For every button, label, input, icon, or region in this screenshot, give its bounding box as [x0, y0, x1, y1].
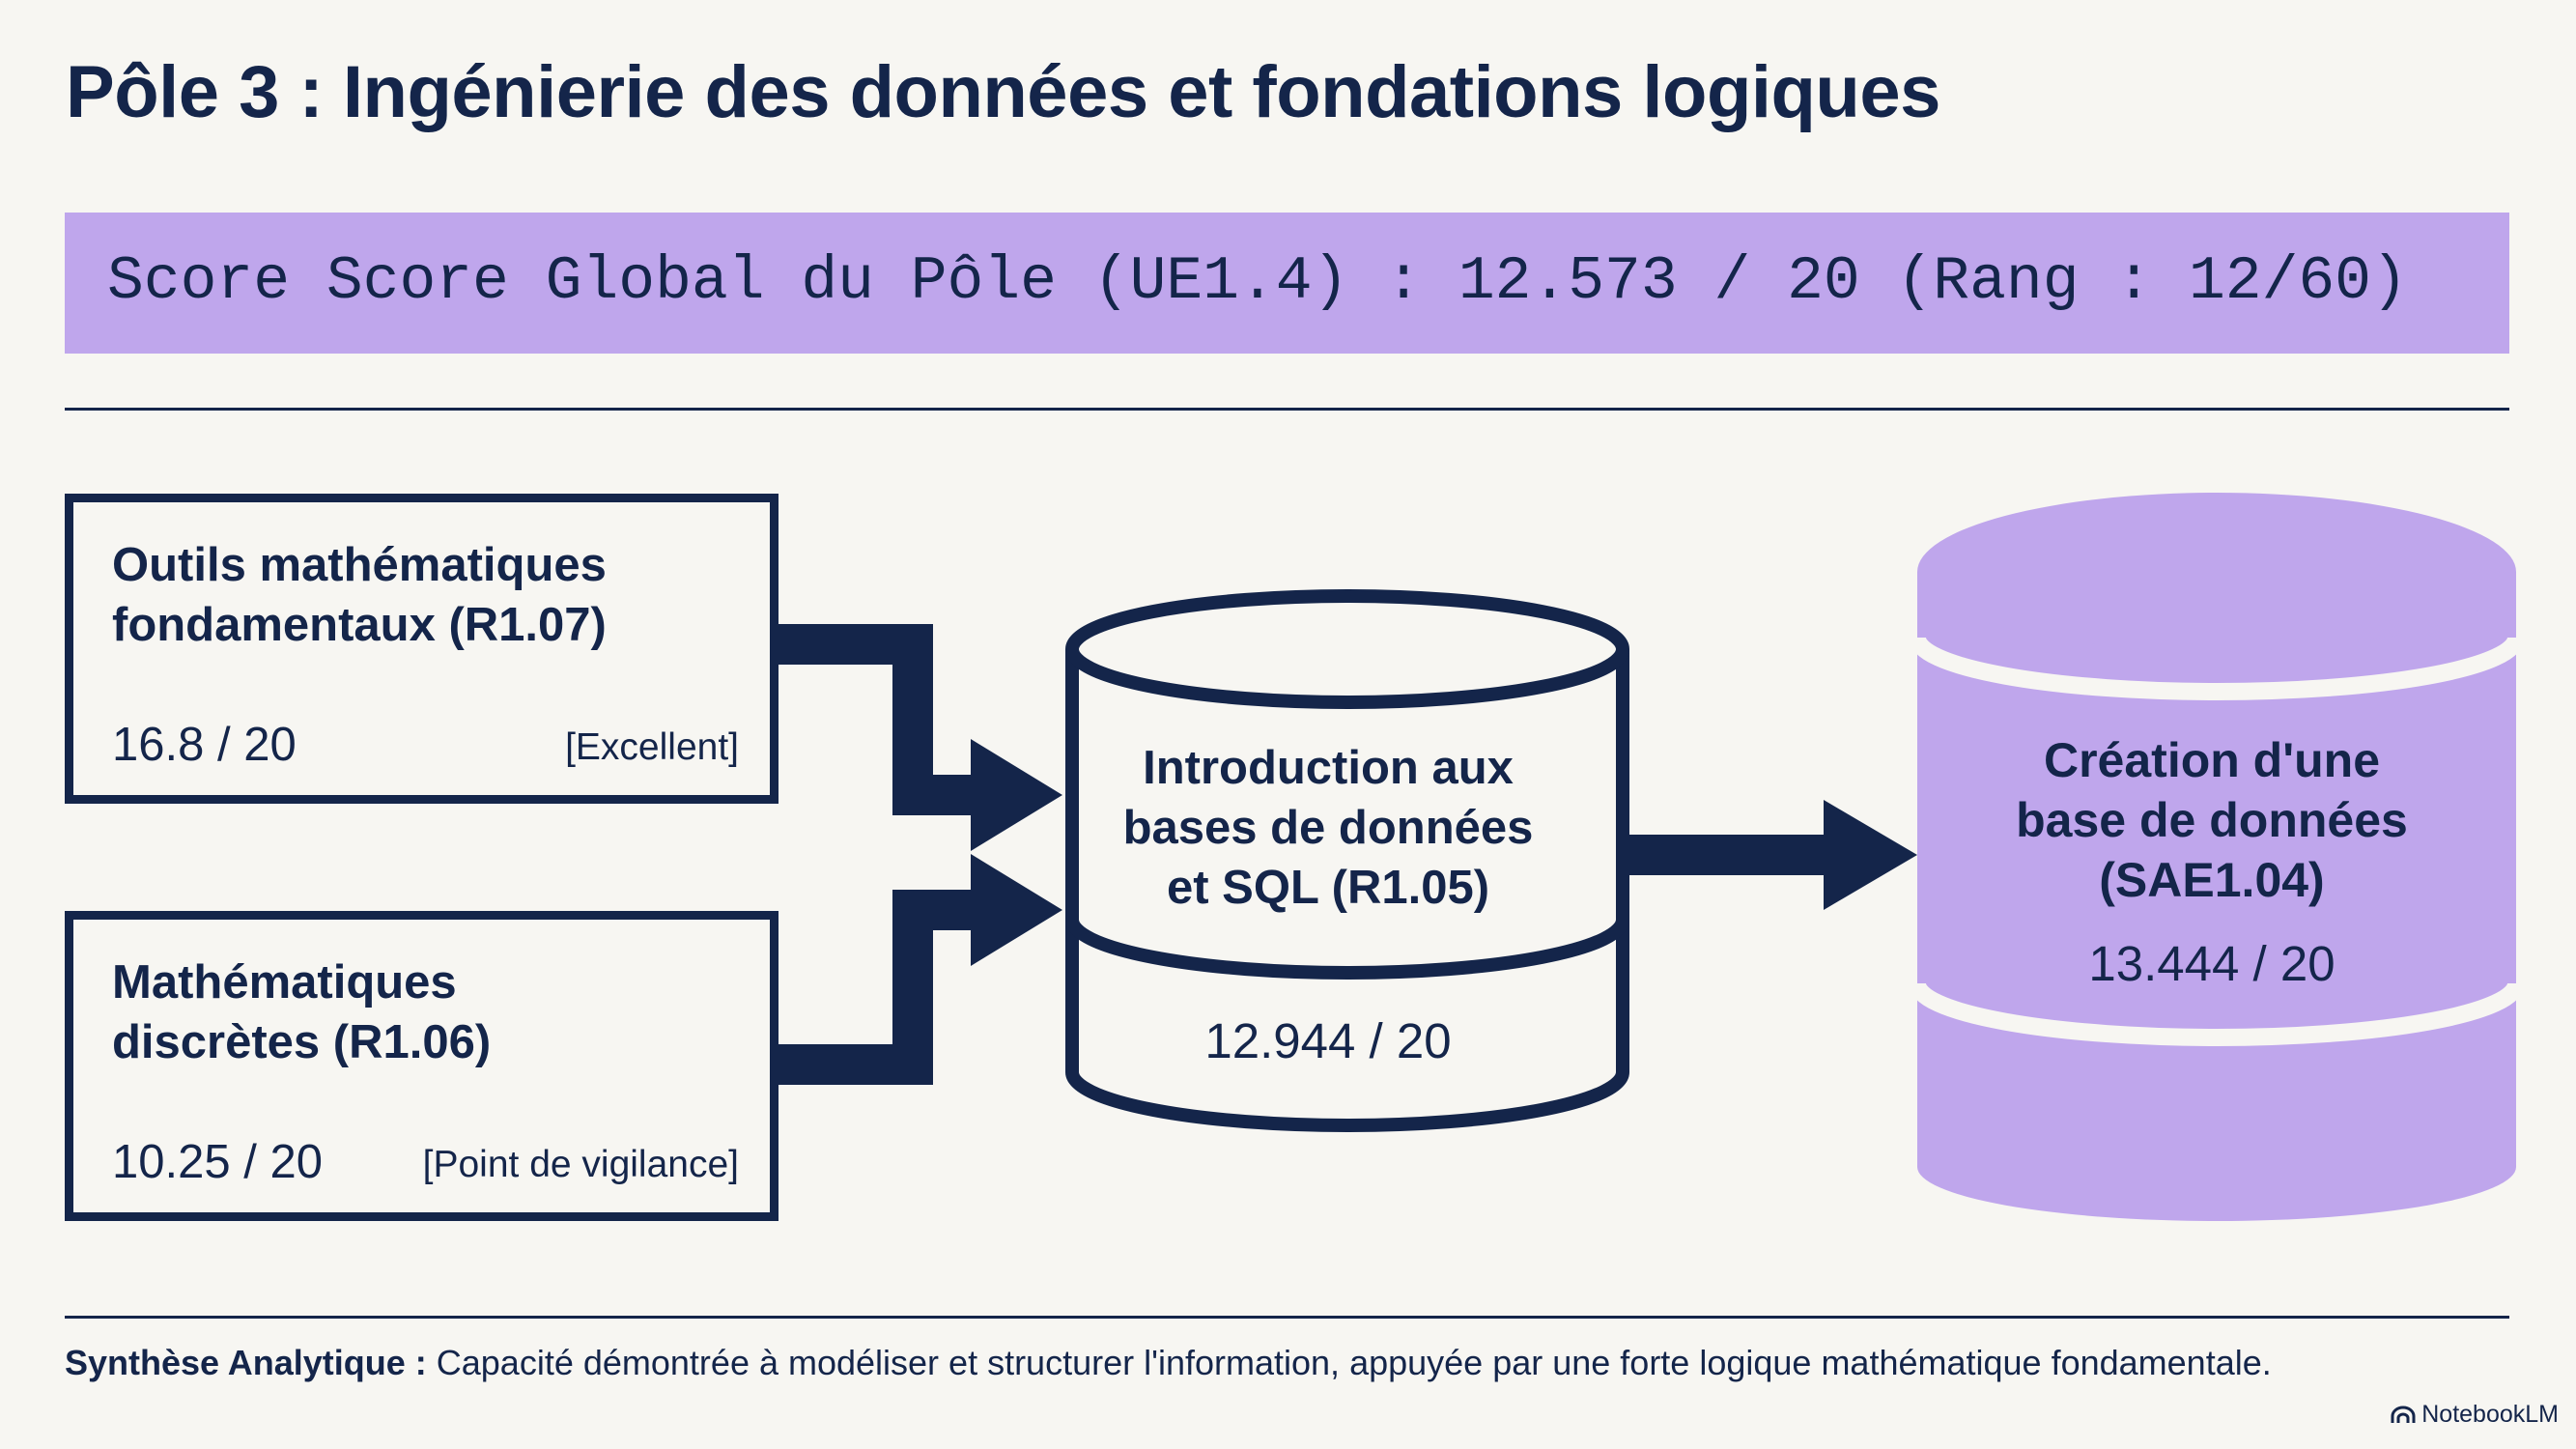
input-box-title: Outils mathématiques fondamentaux (R1.07… — [112, 539, 607, 651]
connector-r107 — [778, 624, 977, 815]
input-box-title: Mathématiques discrètes (R1.06) — [112, 956, 492, 1068]
input-box-score: 16.8 / 20 — [112, 719, 297, 771]
notebooklm-logo-icon — [2391, 1406, 2416, 1423]
input-box-r106: Mathématiques discrètes (R1.06) 10.25 / … — [65, 911, 778, 1221]
output-db-title: Création d'une base de données (SAE1.04) — [2016, 733, 2408, 907]
input-box-tag: [Point de vigilance] — [422, 1144, 739, 1185]
score-banner-text: Score Score Global du Pôle (UE1.4) : 12.… — [107, 247, 2408, 316]
database-icon-r105 — [1065, 589, 1629, 1132]
top-divider — [65, 408, 2509, 411]
synthesis-text: Capacité démontrée à modéliser et struct… — [436, 1343, 2272, 1382]
synthesis-label: Synthèse Analytique : — [65, 1343, 427, 1382]
arrow-head-r106 — [971, 854, 1062, 966]
input-box-r107: Outils mathématiques fondamentaux (R1.07… — [65, 494, 778, 804]
output-db-score: 13.444 / 20 — [2088, 936, 2335, 991]
brand-name: NotebookLM — [2421, 1401, 2559, 1428]
database-icon-sae104 — [1909, 493, 2525, 1221]
input-box-score: 10.25 / 20 — [112, 1136, 323, 1188]
arrow-head-sae104 — [1824, 800, 1917, 910]
brand: NotebookLM — [2391, 1401, 2559, 1429]
score-banner: Score Score Global du Pôle (UE1.4) : 12.… — [65, 213, 2509, 354]
page-title: Pôle 3 : Ingénierie des données et fonda… — [66, 51, 1940, 133]
input-box-tag: [Excellent] — [565, 726, 739, 768]
bottom-divider — [65, 1316, 2509, 1319]
connector-r106 — [778, 890, 977, 1085]
center-db-title: Introduction aux bases de données et SQL… — [1122, 742, 1534, 914]
synthesis-line: Synthèse Analytique : Capacité démontrée… — [65, 1343, 2272, 1383]
arrow-head-r107 — [971, 739, 1062, 851]
center-db-score: 12.944 / 20 — [1204, 1013, 1452, 1068]
